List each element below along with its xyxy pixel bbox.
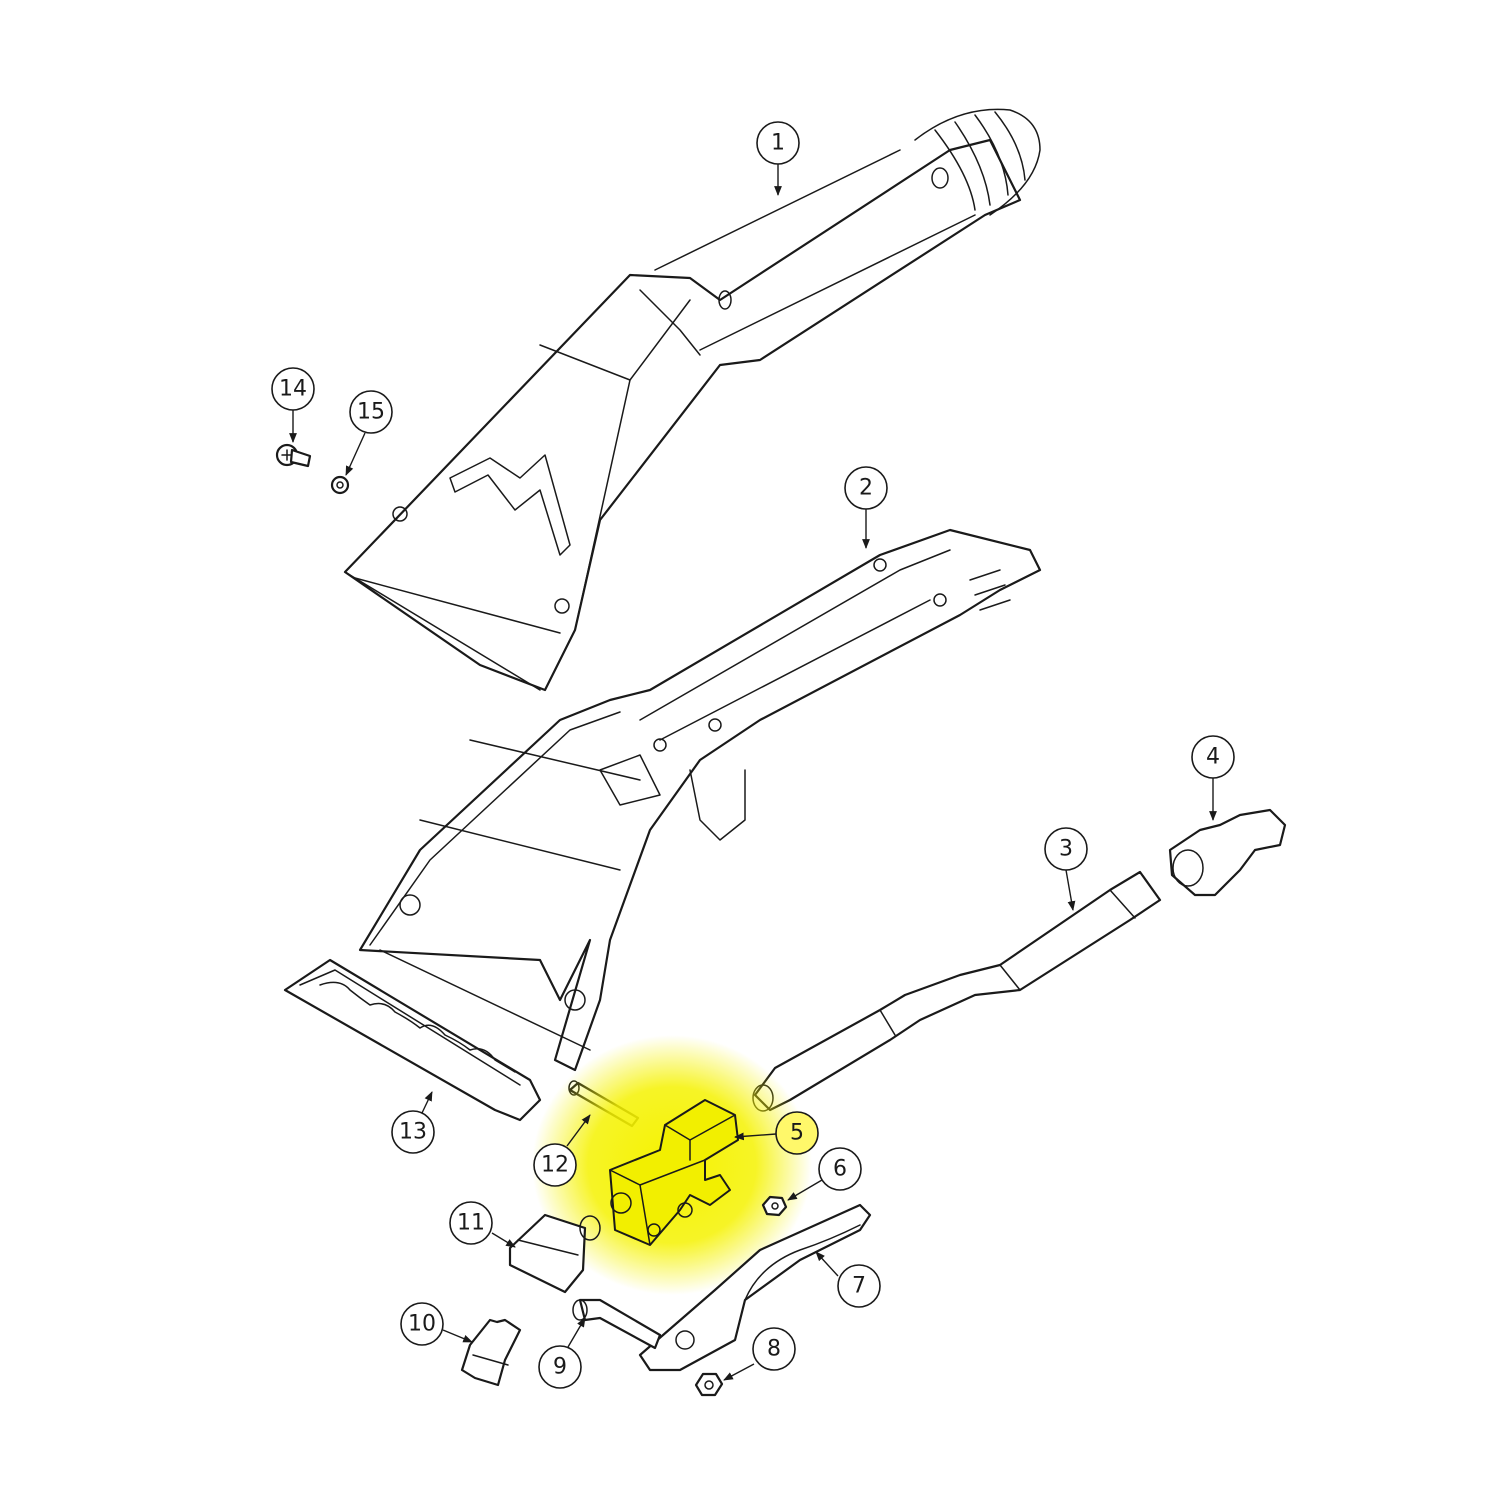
part-5-valve-block [609,1099,739,1246]
svg-text:13: 13 [399,1120,427,1145]
balloon-15: 15 [349,390,393,434]
balloon-2: 2 [844,466,888,510]
part-6-nut [761,1195,788,1217]
balloon-8: 8 [752,1327,796,1371]
balloon-7: 7 [837,1264,881,1308]
balloon-13: 13 [391,1110,435,1154]
balloon-1: 1 [756,121,800,165]
balloon-6: 6 [818,1147,862,1191]
balloon-5: 5 [775,1111,819,1155]
svg-text:6: 6 [833,1157,847,1182]
part-13-nozzle-bar [283,958,542,1122]
balloon-12: 12 [533,1143,577,1187]
balloon-14: 14 [271,367,315,411]
part-9-bolt [572,1298,662,1350]
part-15-washer [330,475,350,495]
svg-text:7: 7 [852,1274,866,1299]
svg-text:12: 12 [541,1153,569,1178]
part-2-handle-frame [358,528,1042,1072]
svg-text:10: 10 [408,1312,436,1337]
svg-text:5: 5 [790,1121,804,1146]
svg-text:11: 11 [457,1211,485,1236]
balloons: 1 2 3 4 5 6 7 8 9 10 11 12 13 14 15 [271,121,1235,1389]
part-1-wand-head [343,108,1041,692]
svg-text:14: 14 [279,377,307,402]
leader-lines [289,164,1217,1381]
balloon-10: 10 [400,1302,444,1346]
svg-text:15: 15 [357,400,385,425]
part-8-nut [694,1372,724,1397]
svg-text:2: 2 [859,476,873,501]
balloon-3: 3 [1044,827,1088,871]
svg-text:8: 8 [767,1337,781,1362]
balloon-4: 4 [1191,735,1235,779]
part-14-screw [275,443,312,468]
svg-text:3: 3 [1059,837,1073,862]
part-3-hose [752,870,1162,1112]
part-10-fitting [460,1318,522,1387]
part-11-button [508,1213,601,1294]
svg-text:4: 4 [1206,745,1220,770]
part-7-trigger-lever [638,1203,872,1372]
svg-text:1: 1 [771,131,785,156]
part-4-fitting [1168,808,1287,897]
balloon-11: 11 [449,1201,493,1245]
balloon-9: 9 [538,1345,582,1389]
svg-text:9: 9 [553,1355,567,1380]
